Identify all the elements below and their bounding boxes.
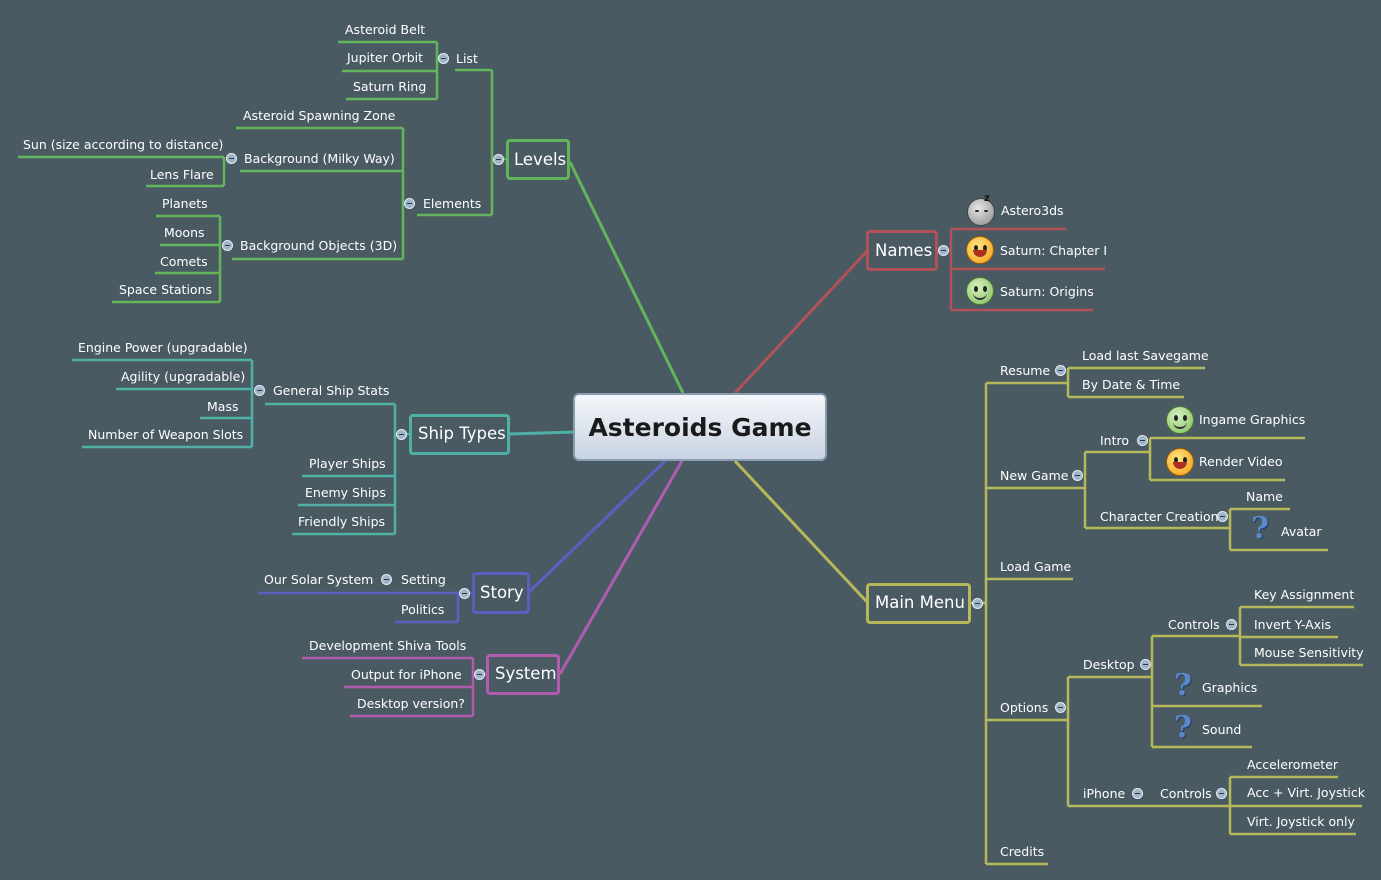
- node-enemy-ships[interactable]: Enemy Ships: [305, 485, 386, 500]
- topic-main-menu-box[interactable]: [866, 583, 971, 624]
- topic-levels-box[interactable]: [506, 139, 570, 180]
- node-astero3ds[interactable]: Astero3ds: [1001, 203, 1064, 218]
- node-credits[interactable]: Credits: [1000, 844, 1045, 859]
- topic-system[interactable]: System: [495, 664, 557, 683]
- collapse-iphone-icon[interactable]: [1132, 788, 1143, 799]
- node-asteroid-spawning-zone[interactable]: Asteroid Spawning Zone: [243, 108, 396, 123]
- topic-main-menu[interactable]: Main Menu: [875, 593, 965, 612]
- node-jupiter-orbit[interactable]: Jupiter Orbit: [347, 50, 424, 65]
- node-avatar[interactable]: Avatar: [1281, 524, 1322, 539]
- node-our-solar-system[interactable]: Our Solar System: [264, 572, 374, 587]
- node-space-stations[interactable]: Space Stations: [119, 282, 213, 297]
- node-desktop-version[interactable]: Desktop version?: [357, 696, 465, 711]
- node-resume[interactable]: Resume: [1000, 363, 1051, 378]
- question-mark-icon: ?: [1251, 511, 1269, 546]
- collapse-iphone-controls-icon[interactable]: [1216, 788, 1227, 799]
- node-virt-joystick-only[interactable]: Virt. Joystick only: [1247, 814, 1355, 829]
- node-list[interactable]: List: [456, 51, 478, 66]
- collapse-desktop-controls-icon[interactable]: [1226, 619, 1237, 630]
- node-moons[interactable]: Moons: [164, 225, 205, 240]
- laughing-face-icon: [966, 236, 994, 264]
- collapse-ship-types-icon[interactable]: [396, 429, 407, 440]
- topic-names[interactable]: Names: [875, 241, 933, 260]
- node-general-ship-stats[interactable]: General Ship Stats: [273, 383, 390, 398]
- node-elements[interactable]: Elements: [423, 196, 482, 211]
- collapse-resume-icon[interactable]: [1055, 365, 1066, 376]
- node-engine-power[interactable]: Engine Power (upgradable): [78, 340, 248, 355]
- node-ingame-graphics[interactable]: Ingame Graphics: [1199, 412, 1306, 427]
- collapse-background-icon[interactable]: [226, 153, 237, 164]
- node-asteroid-belt[interactable]: Asteroid Belt: [345, 22, 426, 37]
- node-options[interactable]: Options: [1000, 700, 1049, 715]
- node-background-milky-way[interactable]: Background (Milky Way): [244, 151, 395, 166]
- node-new-game[interactable]: New Game: [1000, 468, 1069, 483]
- topic-names-box[interactable]: [866, 230, 938, 271]
- node-key-assignment[interactable]: Key Assignment: [1254, 587, 1355, 602]
- collapse-setting-icon[interactable]: [381, 574, 392, 585]
- node-iphone[interactable]: iPhone: [1083, 786, 1126, 801]
- node-background-objects[interactable]: Background Objects (3D): [240, 238, 398, 253]
- node-desktop-controls[interactable]: Controls: [1168, 617, 1220, 632]
- node-development-shiva-tools[interactable]: Development Shiva Tools: [309, 638, 467, 653]
- node-player-ships[interactable]: Player Ships: [309, 456, 386, 471]
- collapse-elements-icon[interactable]: [404, 198, 415, 209]
- node-sun[interactable]: Sun (size according to distance): [23, 137, 224, 152]
- node-accelerometer[interactable]: Accelerometer: [1247, 757, 1339, 772]
- node-friendly-ships[interactable]: Friendly Ships: [298, 514, 386, 529]
- collapse-list-icon[interactable]: [438, 53, 449, 64]
- node-setting[interactable]: Setting: [401, 572, 446, 587]
- node-load-game[interactable]: Load Game: [1000, 559, 1072, 574]
- node-desktop[interactable]: Desktop: [1083, 657, 1135, 672]
- collapse-main-menu-icon[interactable]: [972, 598, 983, 609]
- node-politics[interactable]: Politics: [401, 602, 445, 617]
- node-by-date-time[interactable]: By Date & Time: [1082, 377, 1181, 392]
- node-load-last-savegame[interactable]: Load last Savegame: [1082, 348, 1209, 363]
- central-topic[interactable]: Asteroids Game: [573, 393, 827, 461]
- node-agility[interactable]: Agility (upgradable): [121, 369, 246, 384]
- node-graphics[interactable]: Graphics: [1202, 680, 1258, 695]
- topic-ship-types-box[interactable]: [409, 414, 510, 455]
- node-acc-virt-joystick[interactable]: Acc + Virt. Joystick: [1247, 785, 1365, 800]
- node-iphone-controls[interactable]: Controls: [1160, 786, 1212, 801]
- sleepy-face-icon: z: [967, 193, 995, 226]
- topic-ship-types[interactable]: Ship Types: [418, 424, 506, 443]
- node-intro[interactable]: Intro: [1100, 433, 1130, 448]
- topic-story[interactable]: Story: [480, 583, 524, 602]
- topic-levels[interactable]: Levels: [514, 150, 567, 169]
- laughing-face-icon: [1166, 448, 1194, 476]
- collapse-desktop-icon[interactable]: [1140, 659, 1151, 670]
- collapse-options-icon[interactable]: [1055, 702, 1066, 713]
- question-mark-icon: ?: [1174, 710, 1192, 745]
- node-lens-flare[interactable]: Lens Flare: [150, 167, 214, 182]
- question-mark-icon: ?: [1174, 668, 1192, 703]
- collapse-intro-icon[interactable]: [1137, 435, 1148, 446]
- node-weapon-slots[interactable]: Number of Weapon Slots: [88, 427, 244, 442]
- node-saturn-ring[interactable]: Saturn Ring: [353, 79, 427, 94]
- collapse-general-stats-icon[interactable]: [254, 385, 265, 396]
- node-render-video[interactable]: Render Video: [1199, 454, 1283, 469]
- node-planets[interactable]: Planets: [162, 196, 208, 211]
- collapse-levels-icon[interactable]: [493, 154, 504, 165]
- collapse-objects-icon[interactable]: [222, 240, 233, 251]
- node-invert-y-axis[interactable]: Invert Y-Axis: [1254, 617, 1332, 632]
- node-saturn-chapter-i[interactable]: Saturn: Chapter I: [1000, 243, 1108, 258]
- collapse-new-game-icon[interactable]: [1072, 470, 1083, 481]
- topic-story-box[interactable]: [472, 572, 530, 614]
- topic-system-box[interactable]: [486, 654, 560, 695]
- collapse-system-icon[interactable]: [474, 669, 485, 680]
- node-name[interactable]: Name: [1246, 489, 1283, 504]
- node-comets[interactable]: Comets: [160, 254, 208, 269]
- collapse-character-icon[interactable]: [1217, 511, 1228, 522]
- node-mouse-sensitivity[interactable]: Mouse Sensitivity: [1254, 645, 1364, 660]
- collapse-names-icon[interactable]: [938, 245, 949, 256]
- smiley-face-icon: [966, 277, 994, 305]
- node-output-for-iphone[interactable]: Output for iPhone: [351, 667, 462, 682]
- collapse-story-icon[interactable]: [459, 588, 470, 599]
- node-character-creation[interactable]: Character Creation: [1100, 509, 1219, 524]
- node-saturn-origins[interactable]: Saturn: Origins: [1000, 284, 1094, 299]
- node-mass[interactable]: Mass: [207, 399, 239, 414]
- node-sound[interactable]: Sound: [1202, 722, 1242, 737]
- smiley-face-icon: [1166, 406, 1194, 434]
